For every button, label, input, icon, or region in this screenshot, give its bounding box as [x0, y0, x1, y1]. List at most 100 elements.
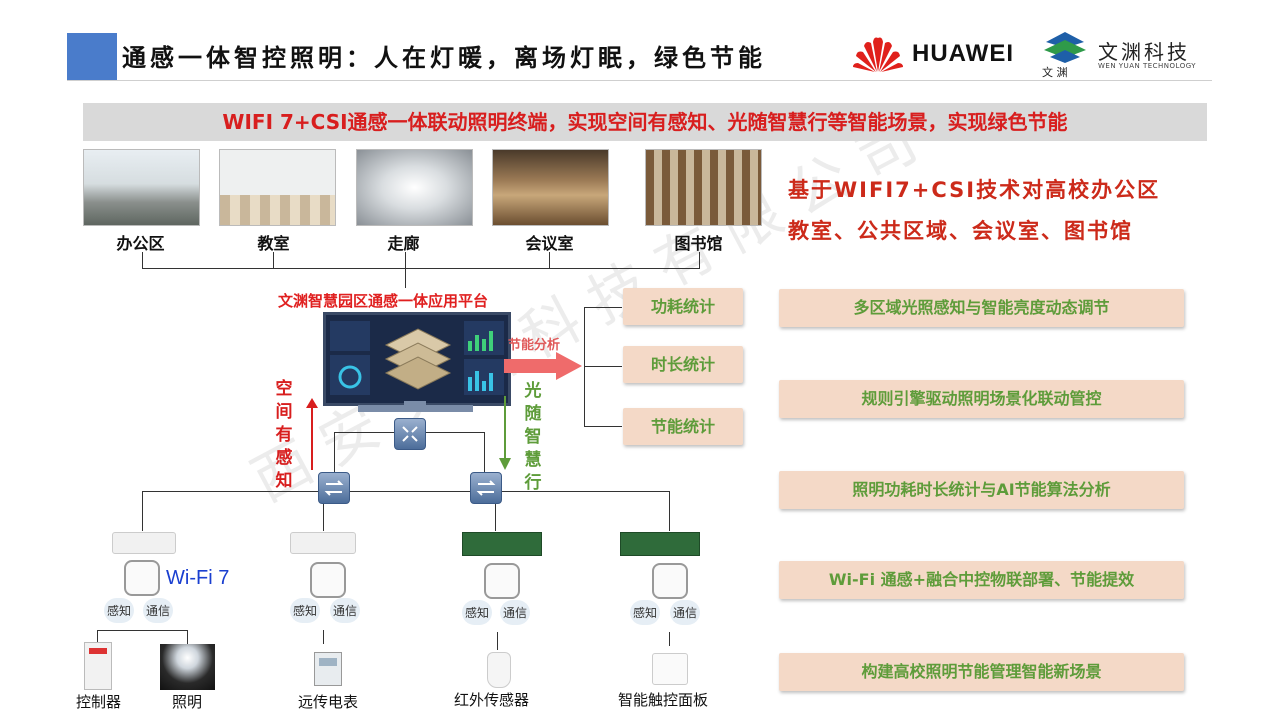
- meter-display: [319, 658, 337, 666]
- bottom-label-controller: 控制器: [76, 693, 122, 711]
- sense-tag: 感知: [290, 598, 321, 623]
- library-photo: [645, 149, 762, 226]
- meeting-room-photo: [492, 149, 609, 226]
- vchar: 智: [524, 427, 542, 447]
- comm-tag: 通信: [330, 598, 361, 623]
- controller-indicator: [89, 648, 107, 654]
- iot-board-device: [620, 532, 700, 556]
- bottom-label-meter: 远传电表: [298, 693, 359, 711]
- lighting-device: [160, 644, 215, 690]
- scene-label-meeting-room: 会议室: [525, 234, 574, 253]
- sensor-icon: [124, 560, 160, 596]
- network-line: [323, 491, 324, 531]
- bracket-tick: [549, 252, 550, 269]
- bottom-label-infrared: 红外传感器: [454, 691, 530, 709]
- office-photo: [83, 149, 200, 226]
- wifi7-label: Wi-Fi 7: [166, 567, 230, 589]
- summary-line-1: 基于WIFI7+CSI技术对高校办公区: [788, 178, 1161, 202]
- vchar: 空: [275, 379, 293, 399]
- summary-line-2: 教室、公共区域、会议室、图书馆: [788, 219, 1133, 243]
- vchar: 知: [275, 471, 293, 491]
- vertical-text-space-sensing: 空 间 有 感 知: [274, 378, 294, 493]
- device-connector: [323, 630, 324, 644]
- device-connector: [187, 630, 188, 644]
- comm-tag: 通信: [143, 598, 174, 623]
- bracket-tick: [405, 252, 406, 269]
- device-connector: [97, 630, 98, 644]
- huawei-logo-icon: [853, 37, 903, 72]
- sensor-icon: [652, 563, 688, 599]
- energy-analysis-arrow-icon: [504, 352, 582, 380]
- bracket-tick: [273, 252, 274, 269]
- sensor-icon: [310, 562, 346, 598]
- headline-banner: WIFI 7+CSI通感一体联动照明终端，实现空间有感知、光随智慧行等智能场景，…: [83, 103, 1207, 141]
- vchar: 随: [524, 404, 542, 424]
- electric-meter-device: [314, 652, 342, 686]
- vchar: 感: [275, 448, 293, 468]
- classroom-photo: [219, 149, 336, 226]
- huawei-logo-text: HUAWEI: [912, 40, 1014, 67]
- monitor-base: [358, 405, 473, 412]
- wenyuan-english-name: WEN YUAN TECHNOLOGY: [1098, 62, 1197, 70]
- title-accent-square: [67, 33, 117, 80]
- device-connector: [497, 632, 498, 650]
- vchar: 行: [524, 473, 542, 493]
- stats-connector: [584, 426, 622, 427]
- platform-label: 文渊智慧园区通感一体应用平台: [278, 292, 489, 310]
- comm-tag: 通信: [500, 600, 531, 625]
- vchar: 有: [275, 425, 293, 445]
- infrared-sensor-device: [487, 652, 511, 688]
- access-switch-left-icon: [318, 472, 350, 504]
- stat-duration: 时长统计: [623, 346, 743, 383]
- iot-board-device: [462, 532, 542, 556]
- corridor-photo: [356, 149, 473, 226]
- scene-label-library: 图书馆: [674, 234, 723, 253]
- wifi7-terminal-device: [112, 532, 176, 554]
- sense-tag: 感知: [462, 600, 493, 625]
- feature-wifi-sensing: Wi-Fi 通感+融合中控物联部署、节能提效: [779, 561, 1184, 599]
- platform-dashboard-monitor: [323, 312, 511, 406]
- controller-device: [84, 642, 112, 690]
- sensor-icon: [484, 563, 520, 599]
- wenyuan-logo-sub: 文 渊: [1042, 66, 1068, 79]
- wenyuan-logo-icon: [1044, 32, 1086, 63]
- network-line: [495, 491, 496, 531]
- sense-tag: 感知: [630, 600, 661, 625]
- bracket-tick: [699, 252, 700, 269]
- network-line: [669, 491, 670, 531]
- scene-label-classroom: 教室: [257, 234, 290, 253]
- header-divider: [67, 80, 1212, 81]
- network-line: [484, 432, 485, 472]
- feature-new-scenario: 构建高校照明节能管理智能新场景: [779, 653, 1184, 691]
- stat-power-consumption: 功耗统计: [623, 288, 743, 325]
- comm-tag: 通信: [670, 600, 701, 625]
- bottom-label-touch-panel: 智能触控面板: [618, 691, 709, 709]
- bracket-stem: [405, 268, 406, 288]
- up-arrow-icon: [306, 398, 318, 470]
- feature-light-sensing: 多区域光照感知与智能亮度动态调节: [779, 289, 1184, 327]
- scene-label-corridor: 走廊: [387, 234, 420, 253]
- page-title: 通感一体智控照明：人在灯暖，离场灯眠，绿色节能: [122, 44, 766, 72]
- bracket-line: [142, 268, 700, 269]
- stat-energy-saving: 节能统计: [623, 408, 743, 445]
- core-switch-icon: [394, 418, 426, 450]
- touch-panel-device: [652, 653, 688, 685]
- energy-analysis-label: 节能分析: [508, 338, 561, 353]
- scene-label-office: 办公区: [116, 234, 165, 253]
- stats-connector: [584, 366, 622, 367]
- vchar: 慧: [524, 450, 542, 470]
- vchar: 间: [275, 402, 293, 422]
- sense-tag: 感知: [104, 598, 135, 623]
- stats-connector: [584, 307, 622, 308]
- wifi-terminal-device: [290, 532, 356, 554]
- device-connector: [97, 630, 187, 631]
- wenyuan-name: 文渊科技: [1098, 40, 1190, 64]
- dashboard-screen-icon: [330, 321, 504, 395]
- network-line: [334, 432, 335, 472]
- network-line: [142, 491, 670, 492]
- bottom-label-lighting: 照明: [172, 693, 203, 711]
- network-line: [142, 491, 143, 531]
- down-arrow-icon: [499, 396, 511, 470]
- device-connector: [669, 632, 670, 646]
- bracket-tick: [142, 252, 143, 269]
